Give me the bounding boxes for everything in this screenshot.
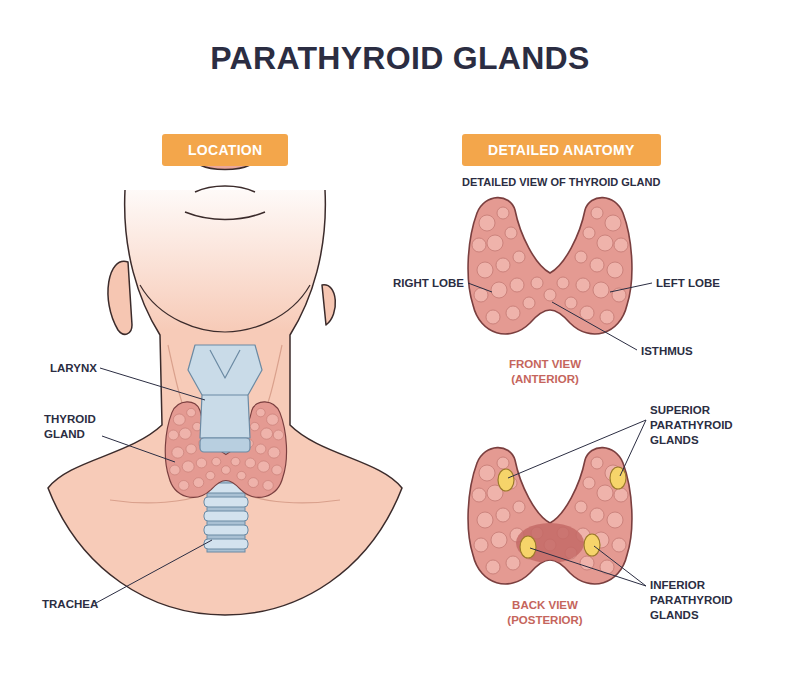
head-figure [48, 156, 402, 615]
badge-label: DETAILED ANATOMY [488, 142, 635, 158]
parathyroid-gland [498, 469, 514, 491]
part-label: THYROID GLAND [44, 412, 96, 442]
view-caption: FRONT VIEW (ANTERIOR) [497, 357, 593, 387]
section-badge: LOCATION [162, 134, 288, 166]
parathyroid-gland [520, 536, 536, 558]
badge-label: LOCATION [188, 142, 262, 158]
subtitle: DETAILED VIEW OF THYROID GLAND [462, 175, 660, 189]
part-label: RIGHT LOBE [393, 276, 464, 291]
part-label: LEFT LOBE [656, 276, 720, 291]
parathyroid-gland [610, 467, 626, 489]
thyroid-front-figure [468, 198, 632, 334]
part-label: LARYNX [50, 361, 97, 376]
part-label: INFERIOR PARATHYROID GLANDS [650, 578, 733, 623]
leader-lines [96, 283, 652, 603]
part-label: TRACHEA [42, 597, 98, 612]
part-label: ISTHMUS [641, 344, 693, 359]
parathyroid-gland [584, 534, 600, 556]
section-badge: DETAILED ANATOMY [462, 134, 661, 166]
thyroid-back-figure [468, 448, 632, 584]
view-caption: BACK VIEW (POSTERIOR) [495, 598, 595, 628]
diagram-title: PARATHYROID GLANDS [0, 40, 800, 77]
part-label: SUPERIOR PARATHYROID GLANDS [650, 403, 733, 448]
